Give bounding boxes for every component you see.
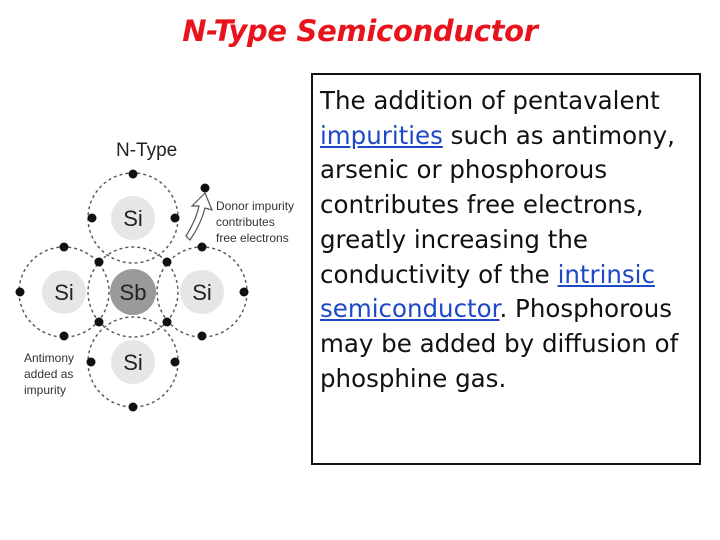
electron — [197, 242, 207, 252]
electron — [94, 317, 104, 327]
si-atom-bottom — [111, 340, 155, 384]
diagram-header: N-Type — [116, 140, 177, 161]
impurities-link[interactable]: impurities — [320, 120, 443, 150]
impurity-label-line-2: added as — [24, 367, 73, 381]
impurity-label-line-1: Antimony — [24, 351, 74, 365]
atom-label-left: Si — [54, 280, 74, 305]
electron — [94, 257, 104, 267]
si-atom-top — [111, 196, 155, 240]
text-segment: The addition of pentavalent — [320, 86, 660, 115]
description-text: The addition of pentavalent impurities s… — [320, 84, 699, 396]
intrinsic-semiconductor-link[interactable]: intrinsic semiconductor — [320, 259, 655, 324]
donor-arrow-icon — [185, 191, 214, 241]
text-segment: . Phosphorous may be added by diffusion … — [320, 294, 679, 393]
electron — [15, 287, 25, 297]
si-atom-left — [42, 270, 86, 314]
atom-label-right: Si — [192, 280, 212, 305]
atom-label-center: Sb — [120, 280, 147, 305]
donor-label-line-2: contributes — [216, 215, 275, 229]
electron — [162, 257, 172, 267]
n-type-lattice-diagram: Si Si Sb Si Si N-Type Donor impurity con… — [15, 140, 294, 412]
impurity-label-line-3: impurity — [24, 383, 66, 397]
atom-label-top: Si — [123, 206, 143, 231]
electron — [170, 213, 180, 223]
electron — [87, 213, 97, 223]
slide-title: N-Type Semiconductor — [182, 14, 538, 48]
electron — [197, 331, 207, 341]
orbit-ring-center — [87, 246, 179, 338]
electron — [239, 287, 249, 297]
sb-atom-center — [110, 269, 156, 315]
donor-label-line-1: Donor impurity — [216, 199, 294, 213]
electron — [59, 331, 69, 341]
si-atom-right — [180, 270, 224, 314]
free-electron — [200, 183, 210, 193]
electron — [128, 402, 138, 412]
electron — [128, 169, 138, 179]
electron — [162, 317, 172, 327]
electron — [170, 357, 180, 367]
electron — [59, 242, 69, 252]
text-segment: such as antimony, arsenic or phosphorous… — [320, 120, 675, 289]
atom-label-bottom: Si — [123, 350, 143, 375]
description-box: The addition of pentavalent impurities s… — [311, 73, 701, 465]
donor-label-line-3: free electrons — [216, 231, 289, 245]
electron — [86, 357, 96, 367]
